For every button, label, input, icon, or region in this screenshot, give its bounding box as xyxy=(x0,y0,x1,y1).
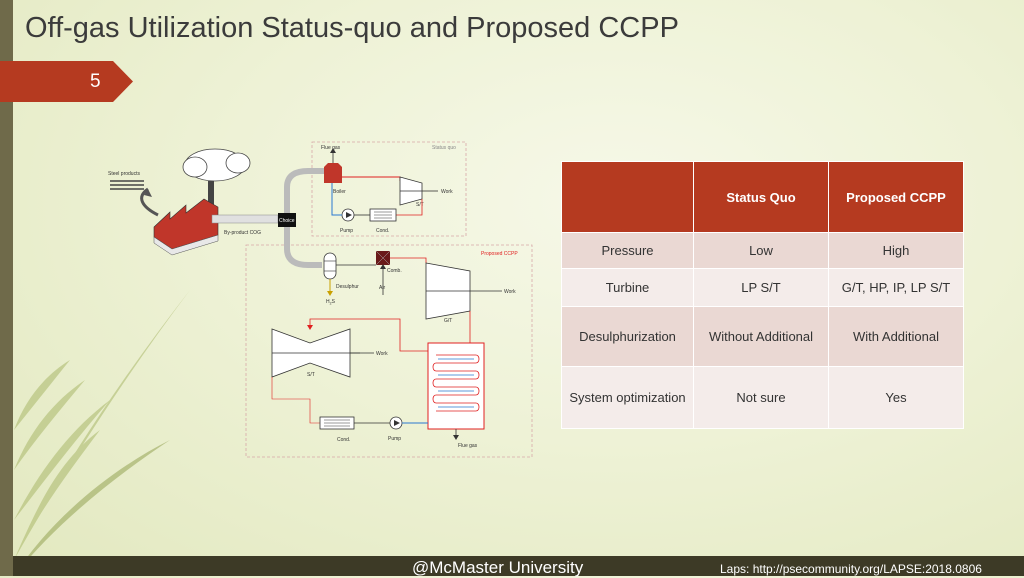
table-cell: Low xyxy=(693,232,829,269)
slide-title: Off-gas Utilization Status-quo and Propo… xyxy=(25,12,679,44)
flue-gas-bottom-label: Flue gas xyxy=(458,443,478,449)
h2s-label: H2S xyxy=(326,299,336,306)
table-cell: Pressure xyxy=(561,232,694,269)
steel-products-label: Steel products xyxy=(108,171,140,177)
bottom-condenser-icon xyxy=(319,416,355,430)
choice-box xyxy=(278,213,296,227)
footer-band xyxy=(13,556,1024,576)
status-quo-label: Status quo xyxy=(432,145,456,151)
desulphur-icon xyxy=(323,252,337,280)
status-quo-turbine-icon xyxy=(399,176,423,206)
air-label: Air xyxy=(379,285,385,291)
work-top-label: Work xyxy=(441,189,453,195)
table-cell: Turbine xyxy=(561,268,694,307)
table-cell: System optimization xyxy=(561,366,694,429)
status-quo-box xyxy=(311,141,467,237)
table-row: Pressure Low High xyxy=(561,232,964,269)
st-top-label: S/T xyxy=(416,202,424,208)
decorative-leaves xyxy=(14,290,190,576)
footer-university: @McMaster University xyxy=(412,558,584,577)
choice-label: Choice xyxy=(279,218,295,224)
table-cell: High xyxy=(828,232,964,269)
table-header-row: Status Quo Proposed CCPP xyxy=(561,161,964,233)
process-flow-diagram: Status quo Proposed CCPP Steel products … xyxy=(108,141,533,458)
table-header-cell: Proposed CCPP xyxy=(828,161,964,233)
comb-label: Comb. xyxy=(387,268,402,274)
table-cell: Without Additional xyxy=(693,306,829,367)
left-accent-bar xyxy=(0,0,13,576)
table-cell: LP S/T xyxy=(693,268,829,307)
cog-pipe xyxy=(211,214,279,224)
table-cell: G/T, HP, IP, LP S/T xyxy=(828,268,964,307)
work-st-label: Work xyxy=(376,351,388,357)
steel-products-icon xyxy=(110,180,144,190)
table-header-cell xyxy=(561,161,694,233)
slide-number-badge: 5 xyxy=(0,61,133,102)
st-bottom-label: S/T xyxy=(307,372,315,378)
table-cell: With Additional xyxy=(828,306,964,367)
bottom-pump-icon xyxy=(389,416,403,430)
table-cell: Yes xyxy=(828,366,964,429)
work-gt-label: Work xyxy=(504,289,516,295)
desulphur-label: Desulphur xyxy=(336,284,359,290)
status-quo-pump-icon xyxy=(341,208,355,222)
gt-label: G/T xyxy=(444,318,452,324)
comparison-table: Status Quo Proposed CCPP Pressure Low Hi… xyxy=(561,161,964,429)
status-quo-condenser-icon xyxy=(369,208,397,222)
proposed-ccpp-label: Proposed CCPP xyxy=(481,251,518,257)
table-cell: Not sure xyxy=(693,366,829,429)
steel-factory-icon xyxy=(140,148,251,256)
proposed-ccpp-box xyxy=(245,244,533,458)
pipe-to-boiler xyxy=(284,168,325,213)
cond-top-label: Cond. xyxy=(376,228,389,234)
footer-link[interactable]: Laps: http://psecommunity.org/LAPSE:2018… xyxy=(720,562,982,576)
flue-gas-top-label: Flue gas xyxy=(321,145,341,151)
table-row: System optimization Not sure Yes xyxy=(561,366,964,429)
boiler-icon xyxy=(324,163,342,183)
steam-turbine-icon xyxy=(271,328,360,378)
boiler-label: Boiler xyxy=(333,189,346,195)
pipe-to-desulphur xyxy=(284,227,322,268)
table-header-cell: Status Quo xyxy=(693,161,829,233)
cond-bottom-label: Cond. xyxy=(337,437,350,443)
pump-top-label: Pump xyxy=(340,228,353,234)
slide-number: 5 xyxy=(90,71,101,92)
combustor-icon xyxy=(375,250,391,266)
gas-turbine-icon xyxy=(425,262,471,320)
table-cell: Desulphurization xyxy=(561,306,694,367)
table-row: Desulphurization Without Additional With… xyxy=(561,306,964,367)
by-product-cog-label: By-product COG xyxy=(224,230,261,236)
pump-bottom-label: Pump xyxy=(388,436,401,442)
table-row: Turbine LP S/T G/T, HP, IP, LP S/T xyxy=(561,268,964,307)
hrsg-icon xyxy=(427,342,485,430)
